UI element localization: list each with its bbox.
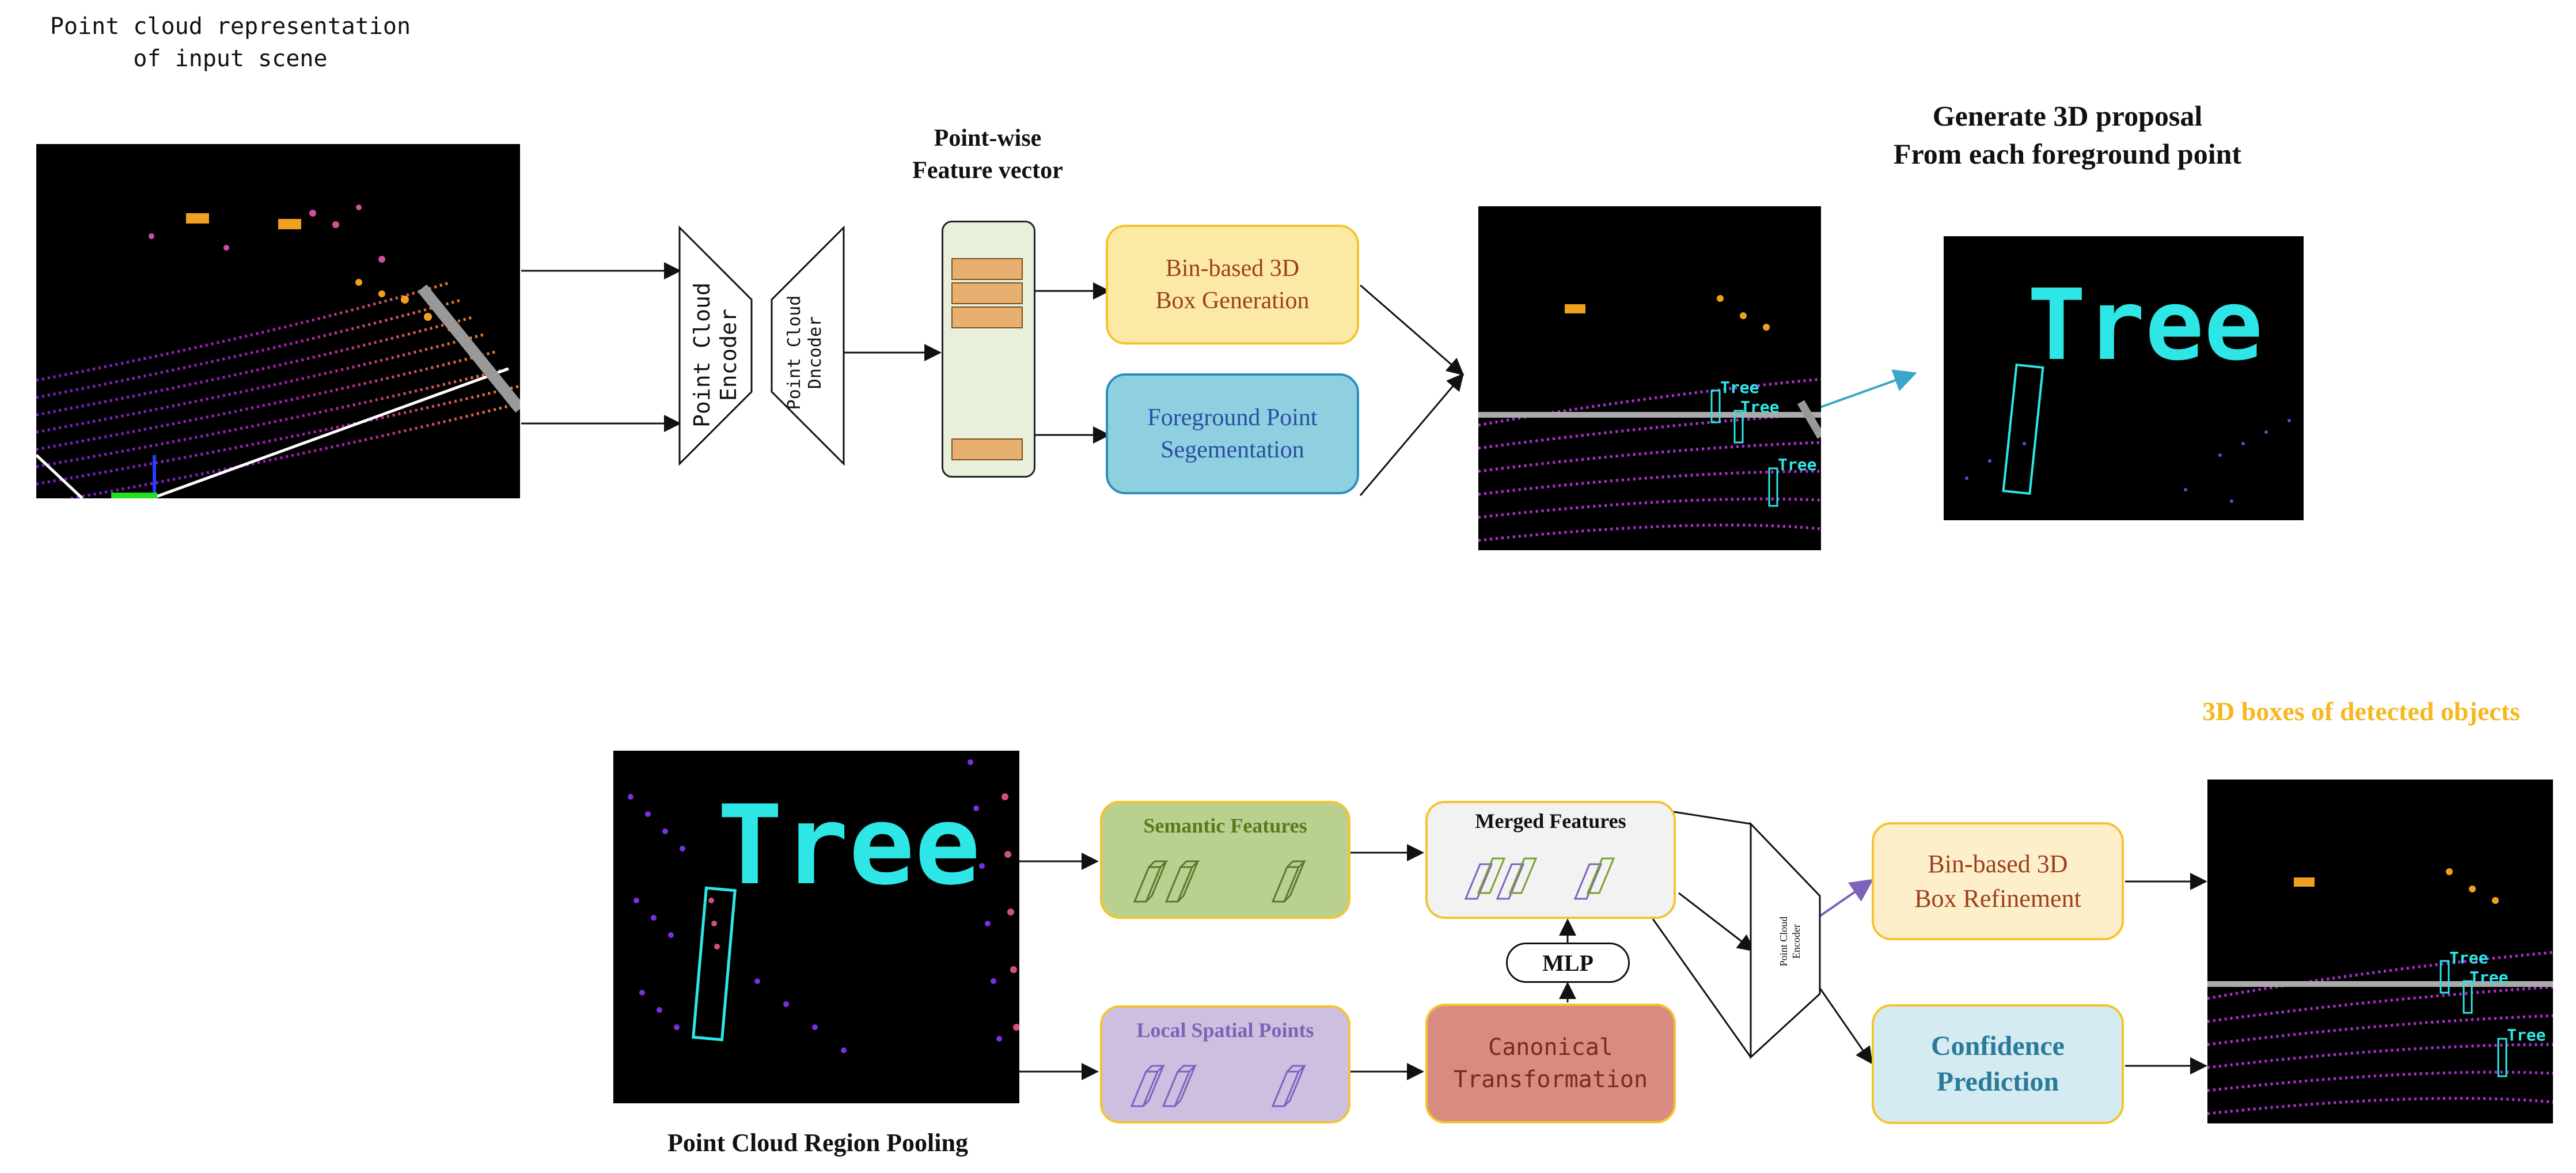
semantic-feature-glyphs xyxy=(1133,860,1307,903)
detected-scene-image: Tree Tree Tree xyxy=(2207,780,2553,1123)
box-generation-block: Bin-based 3D Box Generation xyxy=(1106,225,1359,345)
arrow-encoder-to-refine xyxy=(1819,879,1874,917)
input-scene-image xyxy=(36,144,520,498)
input-scene-points xyxy=(36,205,520,498)
feature-bar-2 xyxy=(951,282,1023,304)
feature-bar-1 xyxy=(951,258,1023,280)
box-refinement-block: Bin-based 3D Box Refinement xyxy=(1872,822,2124,940)
detected-caption: 3D boxes of detected objects xyxy=(2202,697,2520,726)
detected-tree-label-1: Tree xyxy=(2449,948,2488,967)
feature-bar-3 xyxy=(951,307,1023,328)
confidence-prediction-block: Confidence Prediction xyxy=(1872,1004,2124,1124)
region-tree-label: Tree xyxy=(717,782,981,909)
merged-features-label: Merged Features xyxy=(1475,809,1626,833)
arrow-boxgen-to-scene xyxy=(1360,284,1465,376)
region-pooling-points xyxy=(628,759,1019,1053)
encoder-small-label: Point Cloud Encoder xyxy=(1778,916,1802,967)
pooling-caption: Point Cloud Region Pooling xyxy=(667,1129,968,1157)
canonical-transformation-block: Canonical Transformation xyxy=(1425,1004,1676,1123)
encoder-label: Point Cloud Encoder xyxy=(689,282,741,427)
merged-feature-glyphs xyxy=(1464,857,1615,900)
segmented-tree-label-3: Tree xyxy=(1778,455,1817,474)
semantic-features-label: Semantic Features xyxy=(1143,814,1307,837)
detected-scene-points xyxy=(2207,868,2553,1115)
feature-bar-4 xyxy=(951,438,1023,460)
segmented-scene-points xyxy=(1478,295,1821,542)
merged-features-block: Merged Features xyxy=(1425,801,1676,919)
decoder-label: Point Cloud Dncoder xyxy=(784,295,825,410)
input-caption: Point cloud representation of input scen… xyxy=(50,13,411,72)
mlp-block: MLP xyxy=(1506,943,1630,983)
feature-caption: Point-wise Feature vector xyxy=(912,125,1063,184)
proposal-scene-image: Tree xyxy=(1944,236,2304,520)
detected-tree-label-2: Tree xyxy=(2469,968,2509,987)
proposal-scene-points xyxy=(1965,364,2291,503)
arrow-encoder-to-confidence xyxy=(1819,987,1873,1065)
proposal-caption: Generate 3D proposal From each foregroun… xyxy=(1893,100,2242,170)
encoder-small-trapezoid xyxy=(1750,822,1821,1060)
detected-tree-label-3: Tree xyxy=(2507,1026,2546,1045)
encoder-trapezoid xyxy=(678,225,753,466)
foreground-segmentation-block: Foreground Point Segementation xyxy=(1106,373,1359,494)
funnel-edge-bottom xyxy=(1652,918,1752,1058)
local-spatial-points-label: Local Spatial Points xyxy=(1136,1019,1314,1042)
segmented-scene-image: Tree Tree Tree xyxy=(1478,206,1821,550)
segmented-tree-label-1: Tree xyxy=(1720,378,1759,397)
segmented-tree-label-2: Tree xyxy=(1740,398,1780,417)
arrow-merged-to-encoder xyxy=(1678,892,1755,952)
local-spatial-points-block: Local Spatial Points xyxy=(1100,1005,1350,1123)
decoder-trapezoid xyxy=(771,225,845,466)
semantic-features-block: Semantic Features xyxy=(1100,801,1350,919)
proposal-tree-label: Tree xyxy=(2027,268,2263,383)
arrow-seg-to-scene xyxy=(1359,373,1464,496)
feature-vector-panel xyxy=(942,221,1035,478)
local-points-glyphs xyxy=(1130,1065,1307,1107)
region-pooling-image: Tree xyxy=(613,751,1019,1103)
